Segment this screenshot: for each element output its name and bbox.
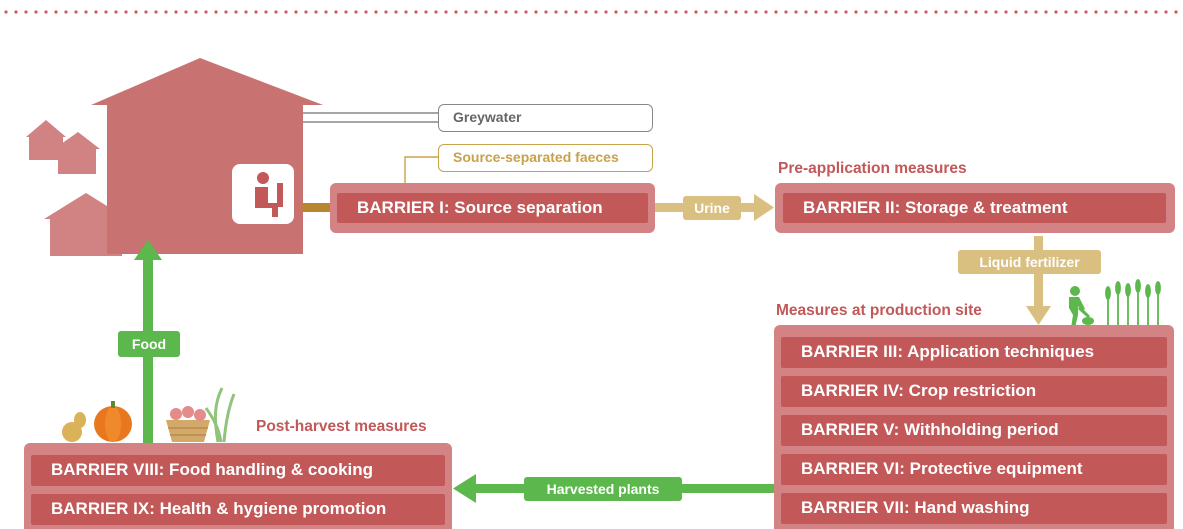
- harvested-plants-label: Harvested plants: [524, 477, 682, 501]
- connector-bar: [302, 203, 332, 212]
- toilet-person-icon: [232, 164, 294, 224]
- faeces-line: [404, 156, 439, 183]
- barrier-2: BARRIER II: Storage & treatment: [783, 193, 1166, 223]
- main-house: [91, 58, 323, 254]
- urine-label: Urine: [683, 196, 741, 220]
- barrier-9: BARRIER IX: Health & hygiene promotion: [31, 494, 445, 525]
- vegetables-icon: [62, 387, 236, 443]
- barrier-4: BARRIER IV: Crop restriction: [781, 376, 1167, 407]
- greywater-label: Greywater: [438, 104, 653, 132]
- production-site-header: Measures at production site: [776, 302, 982, 319]
- barrier-5: BARRIER V: Withholding period: [781, 415, 1167, 446]
- greywater-pipe: [303, 112, 439, 123]
- barrier-3: BARRIER III: Application techniques: [781, 337, 1167, 368]
- farmer-icon: [1069, 286, 1094, 328]
- barrier-6: BARRIER VI: Protective equipment: [781, 454, 1167, 485]
- crops-icon: [1105, 279, 1161, 326]
- post-harvest-header: Post-harvest measures: [256, 418, 427, 435]
- barrier-8: BARRIER VIII: Food handling & cooking: [31, 455, 445, 486]
- liquid-fertilizer-label: Liquid fertilizer: [958, 250, 1101, 274]
- barrier-7: BARRIER VII: Hand washing: [781, 493, 1167, 524]
- food-label: Food: [118, 331, 180, 357]
- barrier-1: BARRIER I: Source separation: [337, 193, 648, 223]
- faeces-label: Source-separated faeces: [438, 144, 653, 172]
- pre-application-header: Pre-application measures: [778, 160, 967, 177]
